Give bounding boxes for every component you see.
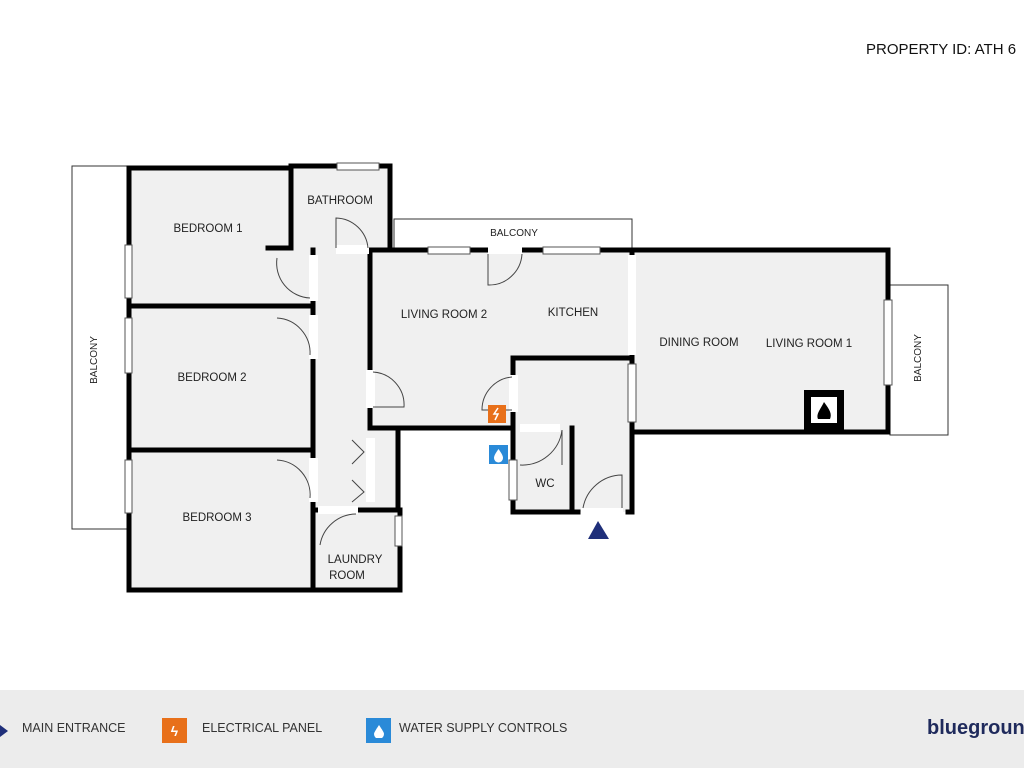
legend-electrical-panel: ELECTRICAL PANEL bbox=[202, 721, 323, 735]
legend-bar: MAIN ENTRANCE ϟ ELECTRICAL PANEL WATER S… bbox=[0, 690, 1024, 768]
label-kitchen: KITCHEN bbox=[548, 307, 598, 319]
legend-water-supply: WATER SUPPLY CONTROLS bbox=[399, 721, 568, 735]
main-entrance-icon bbox=[0, 725, 8, 737]
label-balcony-right: BALCONY bbox=[913, 334, 924, 382]
main-entrance-marker bbox=[588, 521, 609, 539]
windows bbox=[124, 162, 893, 547]
label-balcony-left: BALCONY bbox=[89, 336, 100, 384]
room-fills bbox=[129, 166, 888, 590]
legend-main-entrance: MAIN ENTRANCE bbox=[22, 721, 126, 735]
label-bedroom-2: BEDROOM 2 bbox=[177, 372, 246, 384]
door-swings bbox=[276, 217, 623, 546]
brand-logo: bluegroun bbox=[927, 717, 1024, 739]
label-laundry-2: ROOM bbox=[329, 570, 365, 582]
label-living-room-2: LIVING ROOM 2 bbox=[401, 309, 487, 321]
label-balcony-top: BALCONY bbox=[490, 228, 538, 239]
label-living-room-1: LIVING ROOM 1 bbox=[766, 338, 852, 350]
property-id: PROPERTY ID: ATH 6 bbox=[866, 41, 1017, 58]
label-wc: WC bbox=[535, 478, 554, 490]
door-openings bbox=[309, 245, 636, 517]
label-bedroom-1: BEDROOM 1 bbox=[173, 223, 242, 235]
label-bathroom: BATHROOM bbox=[307, 195, 373, 207]
electrical-panel-icon bbox=[488, 405, 506, 423]
water-supply-icon bbox=[489, 445, 508, 464]
electrical-panel-legend-icon: ϟ bbox=[162, 718, 187, 743]
water-drop-legend-icon bbox=[366, 718, 391, 743]
label-dining-room: DINING ROOM bbox=[659, 337, 738, 349]
label-bedroom-3: BEDROOM 3 bbox=[182, 512, 251, 524]
fireplace-icon bbox=[804, 390, 844, 430]
label-laundry-1: LAUNDRY bbox=[328, 554, 383, 566]
floor-plan: BEDROOM 1 BEDROOM 2 BEDROOM 3 BATHROOM L… bbox=[71, 162, 949, 593]
